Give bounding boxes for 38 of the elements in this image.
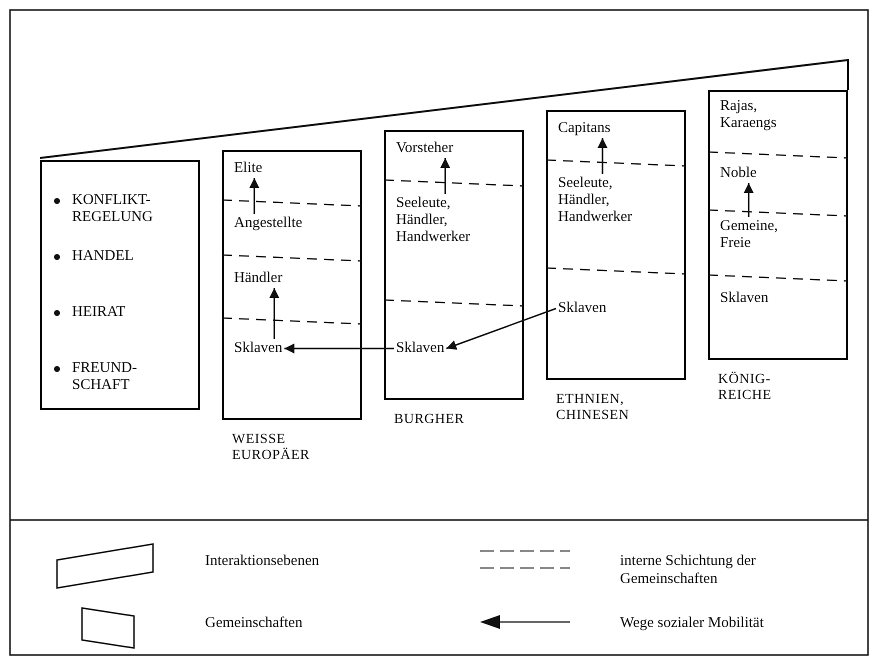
community-caption: KÖNIG-REICHE	[718, 372, 773, 404]
stratum-label: Capitans	[558, 120, 610, 137]
topic-label: HANDEL	[72, 248, 135, 265]
community-panel	[546, 110, 686, 380]
topic-label: KONFLIKT-REGELUNG	[72, 192, 154, 226]
mobility-arrow	[446, 308, 556, 350]
community-panel	[384, 130, 524, 400]
stratum-label: Sklaven	[396, 340, 444, 357]
stratum-label: Sklaven	[720, 290, 768, 307]
stratum-label: Noble	[720, 165, 757, 182]
mobility-arrow	[744, 183, 754, 217]
stratum-label: Rajas, Karaengs	[720, 98, 800, 132]
mobility-arrow	[440, 158, 450, 194]
community-panel	[708, 90, 848, 360]
mobility-arrow	[284, 344, 394, 354]
topic-label: HEIRAT	[72, 304, 126, 321]
stratum-label: Vorsteher	[396, 140, 454, 157]
legend-label: Gemeinschaften	[205, 614, 304, 632]
stratum-label: Seeleute, Händler, Handwerker	[396, 195, 496, 246]
community-caption: WEISSE EUROPÄER	[232, 432, 311, 464]
community-caption: ETHNIEN, CHINESEN	[556, 392, 630, 424]
interaction-panel	[40, 160, 200, 410]
topic-label: FREUND-SCHAFT	[72, 360, 138, 394]
legend-label: Wege sozialer Mobilität	[620, 614, 765, 632]
stratum-label: Sklaven	[234, 340, 282, 357]
mobility-arrow	[249, 178, 260, 214]
legend-label: interne Schichtung der Gemeinschaften	[620, 552, 757, 588]
stratum-label: Seeleute, Händler, Handwerker	[558, 175, 658, 226]
mobility-arrow	[598, 138, 608, 174]
legend-label: Interaktionsebenen	[205, 552, 320, 570]
stratum-label: Händler	[234, 270, 282, 287]
community-caption: BURGHER	[394, 412, 466, 428]
stratum-label: Sklaven	[558, 300, 606, 317]
mobility-arrow	[269, 288, 280, 339]
stratum-label: Gemeine, Freie	[720, 218, 790, 252]
community-panel	[222, 150, 362, 420]
stratum-label: Elite	[234, 160, 262, 177]
stratum-label: Angestellte	[234, 215, 302, 232]
